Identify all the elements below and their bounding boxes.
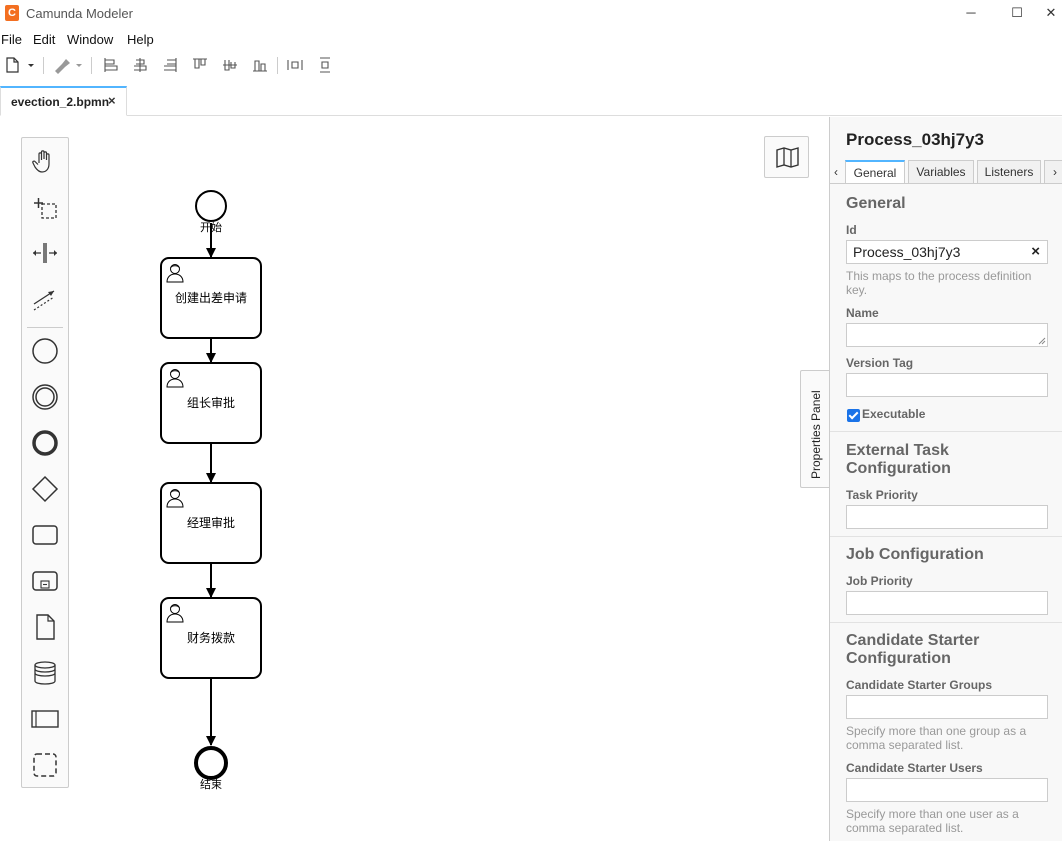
section-general-heading: General <box>846 195 906 212</box>
tab-listeners[interactable]: Listeners <box>977 160 1041 184</box>
gateway-tool-icon[interactable] <box>30 474 60 504</box>
clear-id-icon[interactable]: × <box>1031 243 1040 260</box>
end-event-tool-icon[interactable] <box>30 428 60 458</box>
subprocess-tool-icon[interactable] <box>30 566 60 596</box>
candidate-groups-input[interactable] <box>846 695 1048 719</box>
end-event[interactable] <box>194 746 228 780</box>
candidate-users-hint: Specify more than one user as a comma se… <box>846 807 1019 835</box>
pool-tool-icon[interactable] <box>30 704 60 734</box>
toolbar-separator <box>277 57 278 74</box>
tab-evection-bpmn[interactable]: evection_2.bpmn × <box>0 86 127 116</box>
hand-tool-icon[interactable] <box>30 146 60 176</box>
menu-window[interactable]: Window <box>67 32 114 47</box>
data-store-tool-icon[interactable] <box>30 658 60 688</box>
user-task[interactable] <box>160 362 262 444</box>
align-middle-icon[interactable] <box>221 56 239 74</box>
tabs-scroll-left-icon[interactable]: ‹ <box>834 165 838 179</box>
diagram-canvas[interactable]: 开始 结束 创建出差申请 组长审批 经理审批 财务拨款 <box>0 117 829 841</box>
task-label: 财务拨款 <box>187 630 235 645</box>
executable-checkbox[interactable] <box>847 409 860 422</box>
section-external-task-heading: External Task Configuration <box>846 442 951 477</box>
task-priority-label: Task Priority <box>846 488 918 502</box>
section-divider <box>830 431 1062 432</box>
user-task[interactable] <box>160 482 262 564</box>
title-bar: C Camunda Modeler ─ ☐ ✕ <box>0 0 1062 28</box>
tab-strip: evection_2.bpmn × <box>0 86 1062 116</box>
candidate-users-input[interactable] <box>846 778 1048 802</box>
candidate-groups-label: Candidate Starter Groups <box>846 678 993 692</box>
resize-handle-icon[interactable] <box>1038 337 1046 345</box>
start-event-label: 开始 <box>200 220 222 234</box>
executable-label: Executable <box>862 407 926 421</box>
toolbar-separator <box>43 57 44 74</box>
id-input[interactable]: Process_03hj7y3 × <box>846 240 1048 264</box>
tab-variables[interactable]: Variables <box>908 160 974 184</box>
end-event-label: 结束 <box>200 778 222 791</box>
close-window-button[interactable]: ✕ <box>1045 5 1057 20</box>
maximize-button[interactable]: ☐ <box>1011 5 1023 20</box>
menu-help[interactable]: Help <box>127 32 154 47</box>
section-divider <box>830 622 1062 623</box>
candidate-groups-hint: Specify more than one group as a comma s… <box>846 724 1027 752</box>
new-file-icon[interactable] <box>4 56 36 74</box>
distribute-vertical-icon[interactable] <box>316 56 334 74</box>
user-task[interactable] <box>160 597 262 679</box>
task-label: 经理审批 <box>187 515 235 530</box>
task-tool-icon[interactable] <box>30 520 60 550</box>
menu-file[interactable]: File <box>1 32 22 47</box>
align-left-icon[interactable] <box>102 56 120 74</box>
task-priority-input[interactable] <box>846 505 1048 529</box>
lasso-tool-icon[interactable] <box>30 192 60 222</box>
tab-underline <box>830 183 1062 184</box>
version-tag-input[interactable] <box>846 373 1048 397</box>
start-event-tool-icon[interactable] <box>30 336 60 366</box>
align-top-icon[interactable] <box>191 56 209 74</box>
palette-separator <box>27 327 63 328</box>
section-job-heading: Job Configuration <box>846 546 984 563</box>
tool-palette <box>21 137 69 788</box>
color-picker-icon[interactable] <box>52 56 84 74</box>
toolbar <box>0 54 1062 78</box>
id-hint: This maps to the process definition key. <box>846 269 1032 297</box>
properties-panel: Process_03hj7y3 ‹ General Variables List… <box>829 117 1062 841</box>
start-event[interactable] <box>195 190 227 222</box>
align-right-icon[interactable] <box>161 56 179 74</box>
task-label: 创建出差申请 <box>175 291 247 305</box>
candidate-users-label: Candidate Starter Users <box>846 761 983 775</box>
task-label: 组长审批 <box>187 395 235 410</box>
align-bottom-icon[interactable] <box>251 56 269 74</box>
space-tool-icon[interactable] <box>30 238 60 268</box>
version-tag-label: Version Tag <box>846 356 914 370</box>
minimap-toggle-button[interactable] <box>764 136 809 178</box>
align-center-icon[interactable] <box>131 56 149 74</box>
properties-panel-toggle-label: Properties Panel <box>809 390 823 479</box>
distribute-horizontal-icon[interactable] <box>286 56 304 74</box>
user-task[interactable] <box>160 257 262 339</box>
global-connect-tool-icon[interactable] <box>30 284 60 314</box>
camunda-logo-icon: C <box>5 5 19 21</box>
section-divider <box>830 536 1062 537</box>
job-priority-label: Job Priority <box>846 574 913 588</box>
job-priority-input[interactable] <box>846 591 1048 615</box>
menu-edit[interactable]: Edit <box>33 32 56 47</box>
tab-general[interactable]: General <box>845 160 905 184</box>
tab-close-icon[interactable]: × <box>108 93 116 108</box>
name-label: Name <box>846 306 879 320</box>
name-textarea[interactable] <box>846 323 1048 347</box>
panel-title: Process_03hj7y3 <box>846 130 984 149</box>
properties-panel-toggle[interactable]: Properties Panel <box>800 370 829 488</box>
data-object-tool-icon[interactable] <box>30 612 60 642</box>
map-icon <box>776 147 799 168</box>
window-title: Camunda Modeler <box>26 6 133 21</box>
group-tool-icon[interactable] <box>30 750 60 780</box>
bpmn-diagram: 开始 结束 创建出差申请 组长审批 经理审批 财务拨款 <box>160 190 262 791</box>
id-label: Id <box>846 223 857 237</box>
tab-label: evection_2.bpmn <box>11 95 110 109</box>
id-value: Process_03hj7y3 <box>853 244 961 260</box>
toolbar-separator <box>91 57 92 74</box>
intermediate-event-tool-icon[interactable] <box>30 382 60 412</box>
section-candidate-starter-heading: Candidate Starter Configuration <box>846 632 980 667</box>
tabs-scroll-right-icon[interactable]: › <box>1053 165 1057 179</box>
minimize-button[interactable]: ─ <box>966 5 976 20</box>
